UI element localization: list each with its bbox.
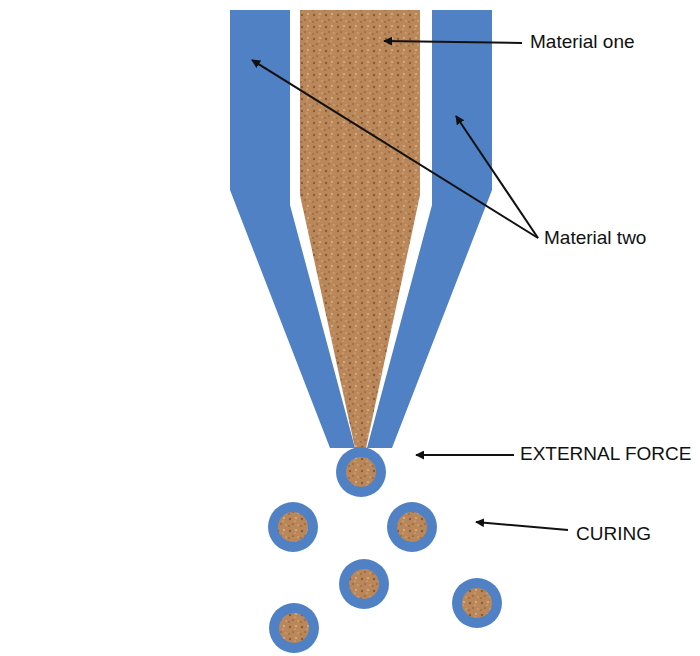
process-label: EXTERNAL FORCE [520, 444, 691, 465]
droplets [268, 447, 502, 653]
core-material [300, 10, 420, 448]
process-label: CURING [576, 524, 651, 545]
part-label: Material one [530, 32, 635, 53]
part-label: Material two [544, 228, 646, 249]
